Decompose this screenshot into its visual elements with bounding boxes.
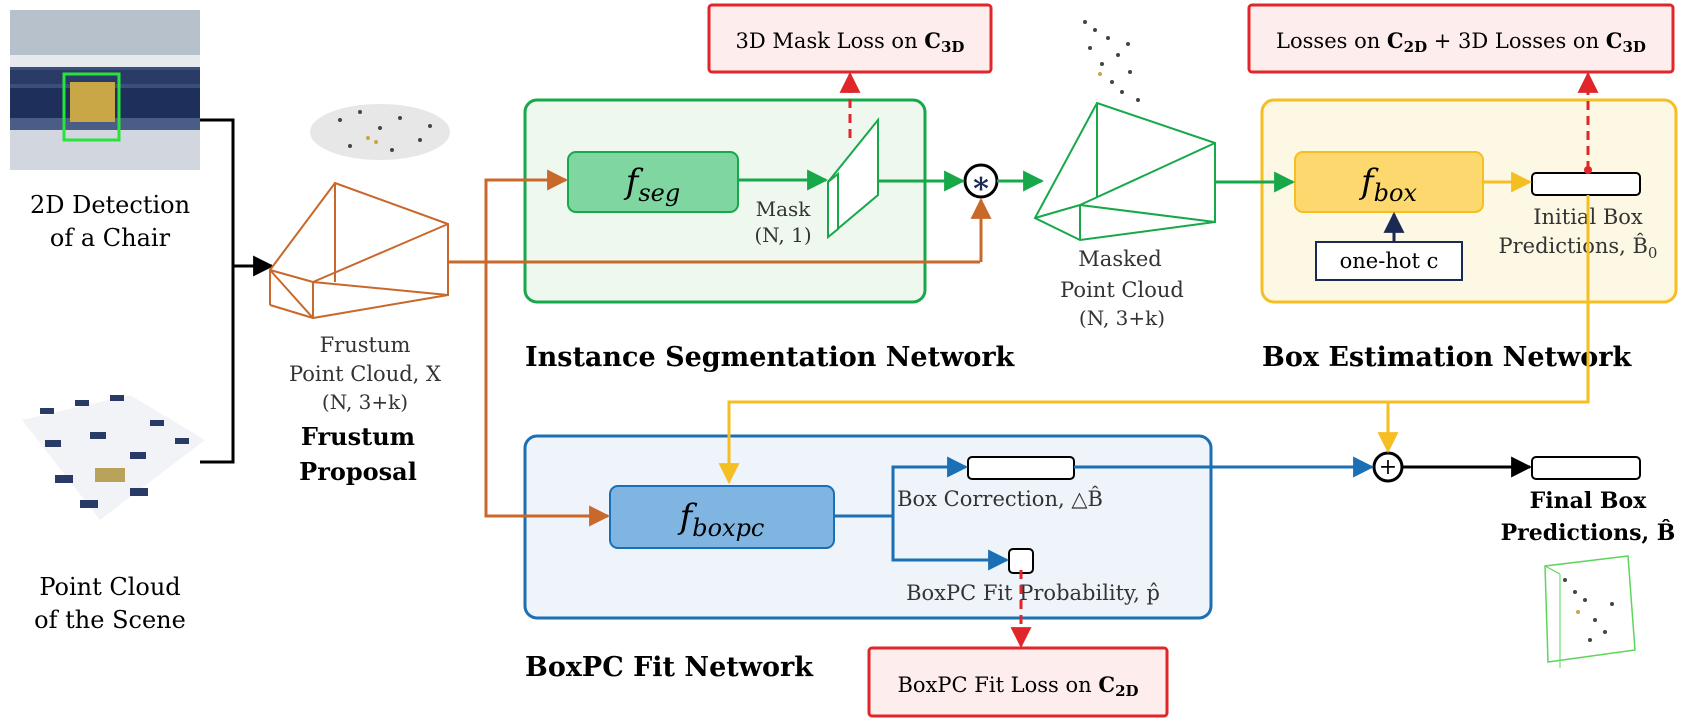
mask-loss-label: 3D Mask Loss on C3D — [736, 28, 965, 56]
onehot-box — [1315, 241, 1463, 281]
scene-label-line1: Point Cloud — [39, 573, 180, 601]
initial-label-line2: Predictions, B̂0 — [1499, 234, 1658, 262]
sum-symbol: + — [1379, 455, 1397, 480]
masked-frustum-shape — [1033, 101, 1216, 242]
frustum-point-cloud-sprite — [310, 104, 450, 160]
masked-label-line1: Masked — [1078, 247, 1161, 271]
box-losses-box — [1247, 3, 1675, 74]
detection-box — [62, 72, 121, 142]
box-losses-label: Losses on C2D + 3D Losses on C3D — [1276, 28, 1646, 56]
boxpc-loss-label: BoxPC Fit Loss on C2D — [897, 672, 1138, 700]
masked-point-cloud-sprite — [1083, 20, 1140, 102]
final-label-line1: Final Box — [1530, 488, 1648, 514]
fit-probability-output — [1008, 548, 1034, 574]
final-box-prediction — [1531, 456, 1641, 480]
frustum-caption-line2: Point Cloud, X — [289, 362, 441, 386]
frustum-title-line1: Frustum — [301, 422, 415, 451]
mask-label-line2: (N, 1) — [754, 223, 811, 247]
masked-label-line2: Point Cloud — [1060, 278, 1184, 302]
input-merge-connector — [200, 118, 235, 464]
mask-label-line1: Mask — [756, 197, 812, 221]
box-network-title: Box Estimation Network — [1262, 342, 1632, 373]
final-label-line2: Predictions, B̂ — [1501, 520, 1676, 546]
boxpc-to-probability-arrow — [891, 516, 1010, 571]
onehot-label: one-hot c — [1340, 249, 1439, 273]
masked-label-line3: (N, 3+k) — [1079, 306, 1165, 330]
box-correction-label: Box Correction, △B̂ — [897, 487, 1103, 511]
scene-label-line2: of the Scene — [34, 606, 186, 634]
initial-to-boxpc-arrow — [718, 195, 1590, 485]
multiply-symbol: ∗ — [971, 166, 992, 201]
frustum-to-boxpc-arrow — [484, 262, 611, 527]
boxpc-to-correction-arrow — [834, 456, 969, 518]
mask-slab — [827, 117, 879, 240]
initial-box-prediction — [1531, 172, 1641, 196]
frustum-to-seg-arrow — [484, 169, 569, 262]
fit-probability-label: BoxPC Fit Probability, p̂ — [906, 581, 1160, 605]
detection-label-line2: of a Chair — [50, 224, 171, 252]
frustum-title-line2: Proposal — [299, 457, 417, 486]
box-losses-link-dot — [1584, 166, 1592, 174]
frustum-caption-line1: Frustum — [320, 333, 411, 357]
box-correction-output — [967, 456, 1075, 480]
detection-image — [10, 10, 200, 170]
boxpc-network-box — [523, 434, 1213, 620]
detection-label-line1: 2D Detection — [30, 191, 190, 219]
scene-point-cloud-image — [22, 395, 205, 520]
frustum-shape — [268, 181, 449, 320]
seg-network-title: Instance Segmentation Network — [525, 342, 1016, 373]
boxpc-network-title: BoxPC Fit Network — [525, 652, 814, 683]
frustum-caption-line3: (N, 3+k) — [322, 390, 408, 414]
final-box-sprite — [1544, 555, 1636, 668]
